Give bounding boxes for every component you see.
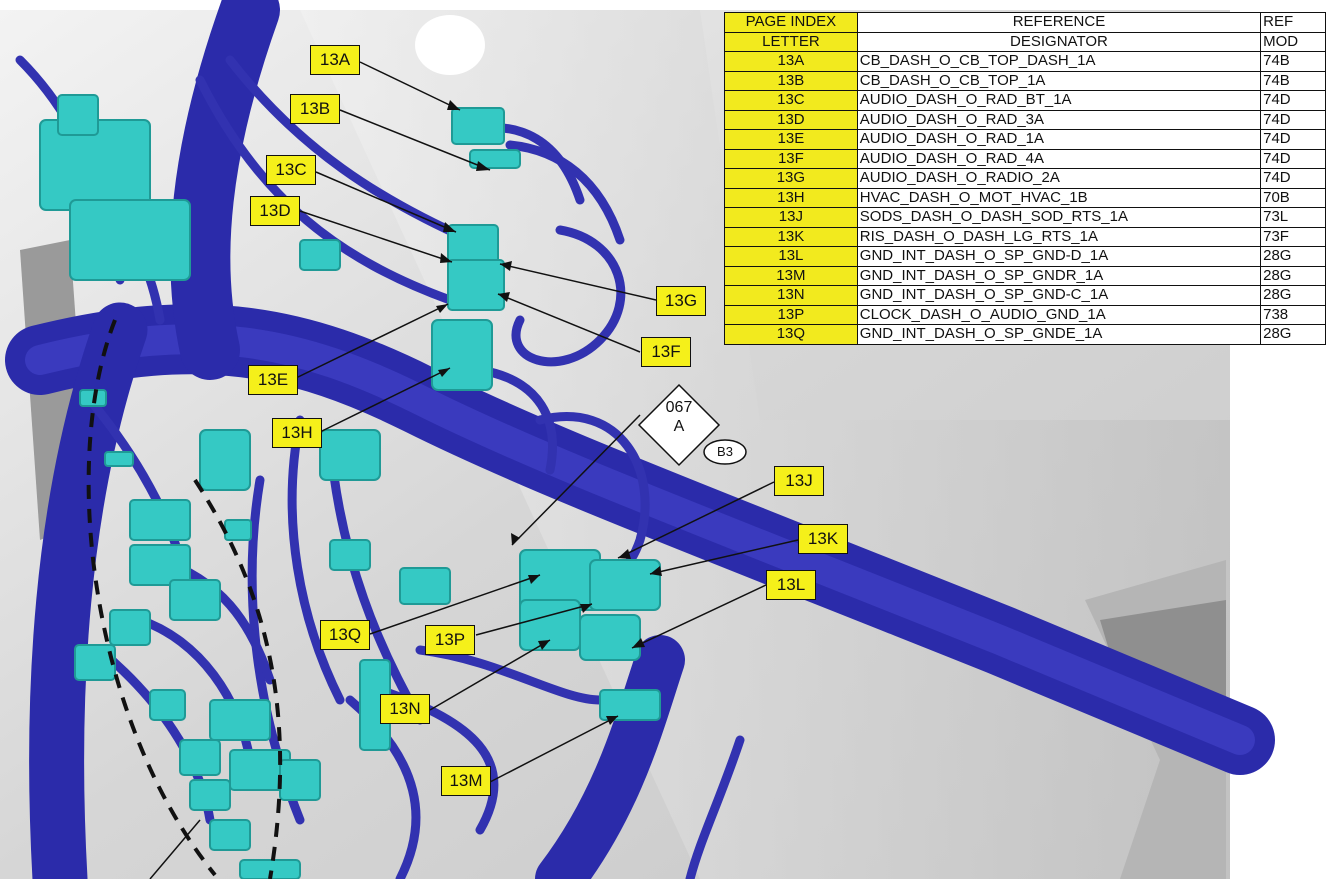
header-page-index: PAGE INDEX (724, 12, 858, 33)
cell-designator: HVAC_DASH_O_MOT_HVAC_1B (856, 187, 1262, 208)
oval-label: B3 (717, 444, 733, 459)
cell-designator: GND_INT_DASH_O_SP_GND-D_1A (856, 246, 1262, 267)
callout-13p: 13P (425, 625, 475, 655)
header-reference: REFERENCE (856, 12, 1262, 33)
mounting-hole (415, 15, 485, 75)
cell-mod: 74D (1260, 148, 1326, 169)
cell-designator: AUDIO_DASH_O_RAD_1A (856, 129, 1262, 150)
cell-letter: 13F (724, 148, 858, 169)
cell-designator: AUDIO_DASH_O_RAD_4A (856, 148, 1262, 169)
cell-designator: AUDIO_DASH_O_RAD_BT_1A (856, 90, 1262, 111)
cell-mod: 738 (1260, 304, 1326, 325)
cell-designator: RIS_DASH_O_DASH_LG_RTS_1A (856, 226, 1262, 247)
cell-mod: 74B (1260, 70, 1326, 91)
header-ref: REF (1260, 12, 1326, 33)
cell-mod: 74D (1260, 90, 1326, 111)
callout-13q: 13Q (320, 620, 370, 650)
cell-letter: 13E (724, 129, 858, 150)
dashed-zone-outline (86, 319, 283, 879)
leader-lines (149, 61, 799, 879)
callout-13g: 13G (656, 286, 706, 316)
callout-13n: 13N (380, 694, 430, 724)
reference-oval (703, 439, 747, 465)
callout-13e: 13E (248, 365, 298, 395)
diamond-line2: A (673, 418, 685, 435)
cell-letter: 13M (724, 265, 858, 286)
cell-mod: 28G (1260, 265, 1326, 286)
callout-13j: 13J (774, 466, 824, 496)
reference-diamond (637, 383, 721, 467)
table-header-row: LETTER DESIGNATOR MOD (724, 31, 1326, 52)
cell-mod: 74D (1260, 129, 1326, 150)
cell-mod: 28G (1260, 246, 1326, 267)
cell-mod: 28G (1260, 285, 1326, 306)
cell-letter: 13K (724, 226, 858, 247)
cell-designator: AUDIO_DASH_O_RAD_3A (856, 109, 1262, 130)
header-mod: MOD (1260, 31, 1326, 52)
cell-letter: 13H (724, 187, 858, 208)
callout-13a: 13A (310, 45, 360, 75)
diamond-line1: 067 (665, 399, 693, 416)
cell-designator: AUDIO_DASH_O_RADIO_2A (856, 168, 1262, 189)
cell-mod: 70B (1260, 187, 1326, 208)
cell-letter: 13P (724, 304, 858, 325)
cell-letter: 13G (724, 168, 858, 189)
callout-13f: 13F (641, 337, 691, 367)
callout-13c: 13C (266, 155, 316, 185)
leader-arrowheads (436, 100, 662, 725)
cell-designator: GND_INT_DASH_O_SP_GND-C_1A (856, 285, 1262, 306)
cell-letter: 13A (724, 51, 858, 72)
reference-table: PAGE INDEX REFERENCE REF LETTER DESIGNAT… (724, 12, 1326, 345)
cell-letter: 13D (724, 109, 858, 130)
callout-13d: 13D (250, 196, 300, 226)
cell-letter: 13L (724, 246, 858, 267)
diamond-label: 067 A (640, 398, 718, 436)
cell-letter: 13N (724, 285, 858, 306)
callout-13m: 13M (441, 766, 491, 796)
cell-letter: 13C (724, 90, 858, 111)
header-letter: LETTER (724, 31, 858, 52)
cell-designator: GND_INT_DASH_O_SP_GNDE_1A (856, 324, 1262, 345)
cell-mod: 74D (1260, 168, 1326, 189)
cell-mod: 73F (1260, 226, 1326, 247)
cell-mod: 74B (1260, 51, 1326, 72)
cell-mod: 28G (1260, 324, 1326, 345)
cell-designator: CLOCK_DASH_O_AUDIO_GND_1A (856, 304, 1262, 325)
cell-designator: CB_DASH_O_CB_TOP_DASH_1A (856, 51, 1262, 72)
cell-letter: 13Q (724, 324, 858, 345)
callout-13b: 13B (290, 94, 340, 124)
cell-letter: 13J (724, 207, 858, 228)
cell-mod: 74D (1260, 109, 1326, 130)
cell-designator: GND_INT_DASH_O_SP_GNDR_1A (856, 265, 1262, 286)
connectors (39, 94, 661, 879)
cell-mod: 73L (1260, 207, 1326, 228)
table-header-row: PAGE INDEX REFERENCE REF (724, 12, 1326, 33)
cell-designator: SODS_DASH_O_DASH_SOD_RTS_1A (856, 207, 1262, 228)
header-designator: DESIGNATOR (856, 31, 1262, 52)
callout-13l: 13L (766, 570, 816, 600)
callout-13k: 13K (798, 524, 848, 554)
cell-designator: CB_DASH_O_CB_TOP_1A (856, 70, 1262, 91)
cell-letter: 13B (724, 70, 858, 91)
callout-13h: 13H (272, 418, 322, 448)
